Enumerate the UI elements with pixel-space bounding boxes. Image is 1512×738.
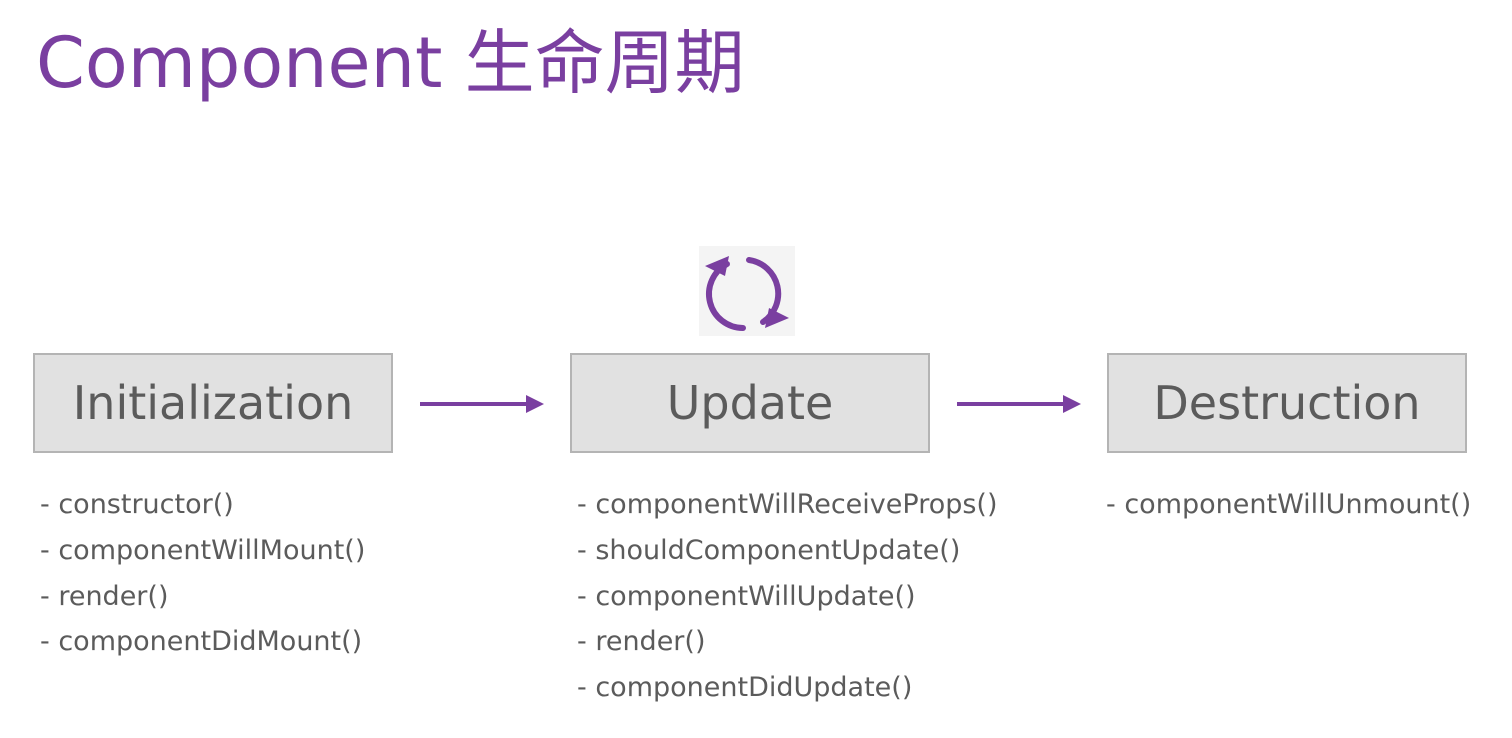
method-item: - render() xyxy=(40,580,169,612)
method-item: - componentDidMount() xyxy=(40,626,363,658)
method-list-update: - componentWillReceiveProps() - shouldCo… xyxy=(577,482,998,711)
stage-label-initialization: Initialization xyxy=(72,376,354,430)
method-item: - shouldComponentUpdate() xyxy=(577,534,961,566)
stage-label-destruction: Destruction xyxy=(1153,376,1421,430)
method-list-initialization: - constructor() - componentWillMount() -… xyxy=(40,482,365,665)
method-item: - componentDidUpdate() xyxy=(577,672,913,704)
arrow-initialization-to-update xyxy=(420,395,544,413)
method-item: - componentWillMount() xyxy=(40,534,366,566)
stage-destruction: Destruction xyxy=(1107,353,1467,453)
method-item: - render() xyxy=(577,626,706,658)
arrow-update-to-destruction xyxy=(957,395,1081,413)
method-item: - componentWillUnmount() xyxy=(1106,489,1472,520)
method-list-destruction: - componentWillUnmount() xyxy=(1106,482,1471,528)
method-item: - componentWillReceiveProps() xyxy=(577,489,998,520)
stage-initialization: Initialization xyxy=(33,353,393,453)
method-item: - constructor() xyxy=(40,489,234,520)
method-item: - componentWillUpdate() xyxy=(577,580,916,612)
refresh-cycle-icon xyxy=(699,246,795,336)
stage-label-update: Update xyxy=(666,376,834,430)
page-title: Component 生命周期 xyxy=(36,22,745,104)
stage-update: Update xyxy=(570,353,930,453)
